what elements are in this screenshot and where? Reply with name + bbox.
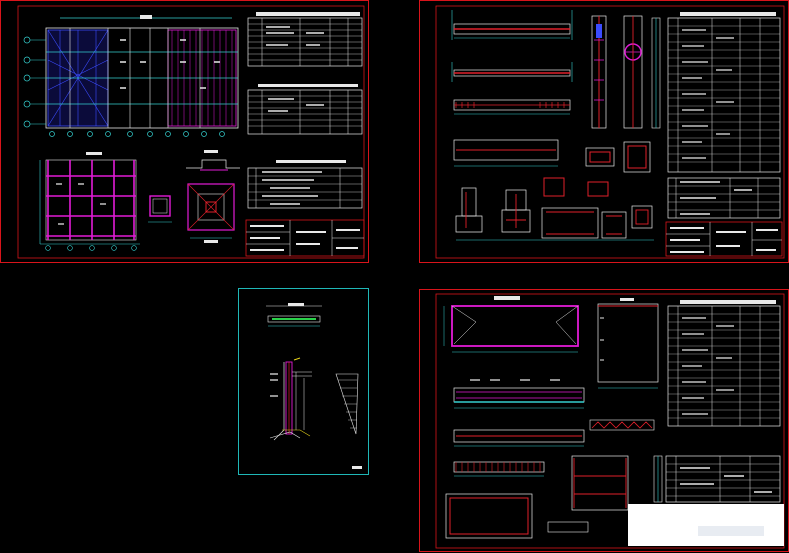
wall-section: [269, 357, 312, 441]
sheet-border: [238, 288, 369, 475]
notes-table: [247, 160, 363, 209]
frame-elevation: [39, 152, 140, 251]
beam-elevation-2: [453, 429, 585, 447]
table-slab-schedule: [667, 300, 781, 427]
column-section: [148, 195, 172, 223]
floor-plan: [23, 15, 239, 137]
sheet-number-mark: [352, 466, 362, 469]
table-notes: [665, 455, 781, 503]
footing-detail: [186, 150, 240, 243]
beam-elevation-3: [445, 461, 545, 539]
table-beam-schedule: [667, 12, 781, 173]
table-materials: [667, 177, 781, 219]
beam-elevation-1: [453, 379, 585, 409]
slab-reinforcement-plan: [597, 298, 659, 389]
sheet-top-right[interactable]: [419, 0, 789, 263]
beam-elevations: [451, 10, 573, 115]
sheet-inner-border: [17, 5, 365, 259]
sheet-border: [0, 0, 369, 263]
title-block-highlight: [628, 504, 784, 546]
title-block: [245, 219, 365, 257]
sheet-bottom-right[interactable]: [419, 289, 789, 552]
table-rebar-schedule-1: [247, 12, 363, 67]
sheet-top-left[interactable]: [0, 0, 369, 263]
sheet-inner-border: [435, 5, 785, 259]
wall-top-detail: [266, 303, 322, 327]
section-details: [453, 139, 654, 241]
pressure-diagram: [335, 373, 359, 435]
column-elevations: [591, 15, 661, 129]
stirrup-detail: [589, 419, 655, 431]
title-block-field: [698, 526, 764, 536]
sheet-bottom-middle[interactable]: [238, 288, 369, 475]
sheet-inner-border: [435, 293, 785, 549]
table-rebar-schedule-2: [247, 84, 363, 135]
column-cage-detail: [547, 455, 663, 533]
title-block: [665, 221, 783, 257]
slab-plan: [443, 296, 579, 353]
